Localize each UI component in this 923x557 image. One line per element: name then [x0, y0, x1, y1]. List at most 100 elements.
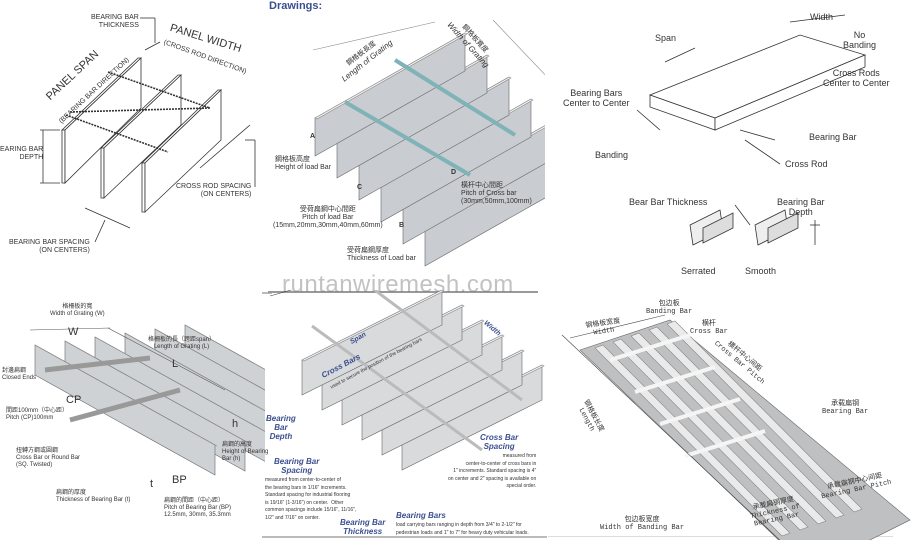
cross-rod-label: Cross Rod: [785, 159, 828, 169]
dimension-line: [29, 327, 111, 331]
cp-label: 間距100mm（中心距）Pitch (CP)100mm: [6, 408, 68, 422]
cross-en: Cross Bar or Round Bar (SQ. Twisted): [16, 454, 81, 468]
cross-cn: 扭轉方鋼或圓鋼: [16, 448, 59, 454]
bearing-bars-label: Bearing Bars: [396, 511, 446, 520]
bearing-bar: [630, 332, 827, 525]
bearing-bar-depth-label: Bearing Bar Depth: [777, 197, 825, 218]
cp-en: Pitch (CP)100mm: [6, 414, 54, 421]
bearing-bar-thickness-label: BEARING BAR THICKNESS: [91, 14, 139, 30]
dimension-line: [269, 290, 293, 297]
banding-cn: 包边板: [658, 300, 680, 308]
bb-depth-label: Bearing Bar Depth: [266, 414, 296, 442]
dimension-line: [312, 21, 436, 51]
cross-rods-label: Cross Rods Center to Center: [823, 68, 890, 89]
bearing-bar-label: Bearing Bar: [809, 132, 857, 142]
bp-en: Pitch of Bearing Bar (BP) 12.5mm, 30mm, …: [164, 504, 232, 518]
pitch-cross-en: Pitch of Cross bar: [461, 190, 517, 198]
dimension-line: [561, 334, 781, 540]
t-symbol: t: [150, 478, 154, 490]
spec-panel: Span Width Cross Bars used to secure the…: [262, 290, 550, 540]
bb-thickness-label: Bearing Bar Thickness: [340, 518, 386, 537]
t-cn: 扁鋼的厚度: [56, 490, 87, 496]
cross-en: Cross Bar: [690, 328, 728, 337]
width-label: Width: [810, 12, 834, 22]
no-banding-label: No Banding: [843, 30, 877, 51]
bearing-bar-top: [64, 340, 248, 443]
cb-spacing-desc: measured from center-to-center of cross …: [448, 453, 537, 489]
grating-drawing: [269, 290, 545, 471]
width-cn: 格柵板的寬: [62, 304, 93, 310]
bearing-bar-top: [124, 332, 265, 412]
length-grating-label: 格柵板的長（跨距span）Length of Grating (L): [148, 337, 215, 351]
cross-bar: [393, 58, 517, 137]
banding-panel: Span Width No Banding Cross Rods Center …: [545, 0, 923, 290]
bearing-bar-top: [94, 336, 265, 432]
bp-symbol: BP: [172, 474, 187, 486]
height-cn: 鋼格板高度: [275, 156, 310, 163]
divider: [262, 292, 272, 294]
closed-en: Closed Ends: [2, 374, 37, 381]
bp-cn: 扁鋼的間距（中心距）: [164, 498, 225, 504]
bearing-bar: [666, 320, 863, 513]
divider: [268, 291, 538, 293]
w-label: W: [68, 326, 79, 338]
serrated-label: Serrated: [681, 266, 716, 276]
h-en: Height of Bearing Bar (h): [222, 448, 269, 462]
cross-bar: [609, 333, 691, 362]
cross-bar: [634, 365, 716, 394]
dimension-line: [107, 327, 226, 391]
t-en: Thickness of Bearing Bar (t): [56, 496, 131, 503]
label-c: C: [357, 184, 363, 191]
banding-en: Banding Bar: [646, 308, 693, 317]
banding-label: Banding: [595, 150, 629, 160]
pitch-cross-cn: 橫杆中心間距: [461, 182, 503, 189]
divider: [262, 536, 547, 538]
bearing-bar: [648, 326, 845, 519]
l-label: L: [172, 358, 179, 370]
span-label: Span: [655, 33, 677, 43]
width-en: Width of Grating (W): [50, 310, 105, 317]
h-cn: 扁鋼的高度: [222, 442, 253, 448]
label-b: B: [399, 222, 405, 229]
dimension-line: [492, 19, 545, 76]
wb-cn: 包边板宽度: [624, 516, 660, 524]
cross-bar: [684, 429, 766, 458]
bearing-bar-top: [314, 32, 468, 120]
divider: [548, 536, 893, 537]
bearing-bar-top: [154, 328, 265, 391]
watermark: runtanwiremesh.com: [282, 271, 514, 298]
bearing-bars-cc-label: Bearing Bars Center to Center: [563, 88, 630, 109]
bearing-bars-desc: load carrying bars ranging in depth from…: [396, 522, 529, 536]
bar-drawing: [40, 17, 256, 243]
bearing-bar-depth-label: EARING BAR DEPTH: [0, 146, 44, 162]
length-en: Length of Grating (L): [153, 343, 210, 350]
pitch-load-cn: 受荷扁鋼中心間距: [299, 206, 356, 213]
cross-rod-spacing-label: CROSS ROD SPACING (ON CENTERS): [176, 183, 252, 199]
bb-en: Bearing Bar: [822, 408, 869, 417]
height-en: Height of load Bar: [275, 164, 332, 172]
cb-spacing-label: Cross Bar Spacing: [480, 433, 519, 452]
grating-drawing: [312, 19, 545, 267]
cross-cn: 横杆: [701, 320, 716, 328]
smooth-label: Smooth: [745, 266, 777, 276]
cross-bar: [311, 324, 483, 452]
bear-bar-thickness-label: Bear Bar Thickness: [629, 197, 708, 207]
drawings-heading: Drawings:: [269, 0, 323, 12]
closed-cn: 封邊扁鋼: [2, 368, 27, 374]
cross-bar: [659, 397, 741, 426]
bb-spacing-label: Bearing Bar Spacing: [274, 457, 320, 476]
thickness-en: Thickness of Load bar: [347, 255, 416, 263]
bearing-bar-top: [184, 324, 265, 370]
bb-cn: 承载扁钢: [831, 400, 860, 408]
bearing-bar-top: [34, 344, 218, 447]
